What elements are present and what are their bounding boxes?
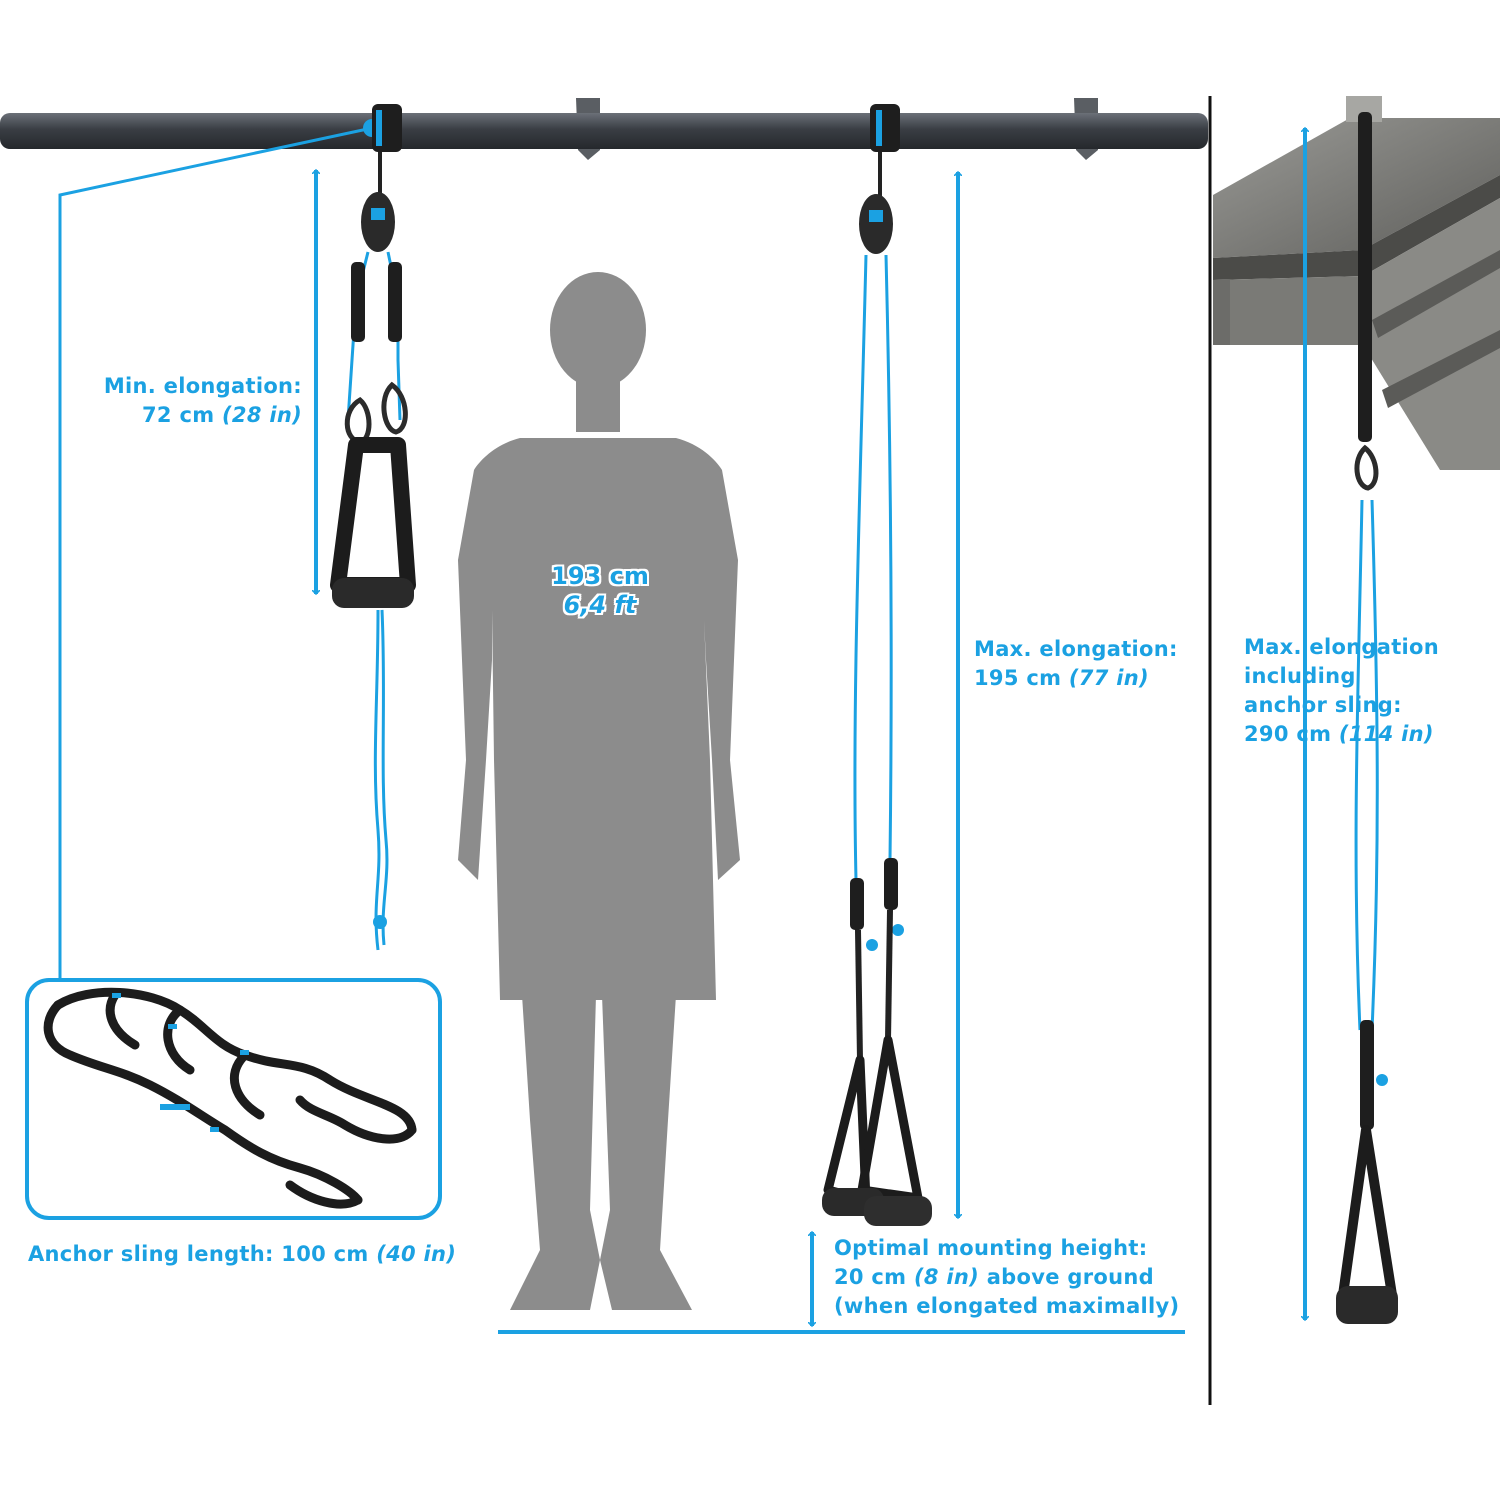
min-elongation-value-alt: (28 in): [222, 403, 302, 427]
max-elongation-anchor-value-alt: (114 in): [1338, 722, 1434, 746]
anchor-sling-length-label: Anchor sling length: 100 cm (40 in): [28, 1240, 456, 1269]
anchor-sling-icon: [43, 987, 417, 1209]
max-elongation-value: 195 cm: [974, 666, 1062, 690]
mounting-height-value-line: 20 cm (8 in) above ground: [834, 1263, 1179, 1292]
mounting-height-title: Optimal mounting height:: [834, 1236, 1148, 1260]
max-elongation-value-alt: (77 in): [1068, 666, 1149, 690]
anchor-leader: [58, 119, 381, 980]
mounting-height-note: (when elongated maximally): [834, 1294, 1180, 1318]
person-silhouette-icon: [458, 272, 740, 1310]
min-elongation-label: Min. elongation: 72 cm (28 in): [60, 372, 302, 430]
pulley-icon: [859, 194, 893, 254]
anchor-sling-length-text: Anchor sling length: 100 cm: [28, 1242, 369, 1266]
handle-icon: [330, 437, 416, 608]
person-height-label: 193 cm 6,4 ft: [520, 562, 680, 620]
anchor-sling-length-alt: (40 in): [376, 1242, 457, 1266]
max-elongation-anchor-title-1: Max. elongation: [1244, 635, 1440, 659]
max-elongation-anchor-label: Max. elongation including anchor sling: …: [1244, 633, 1439, 749]
mounting-height-label: Optimal mounting height: 20 cm (8 in) ab…: [834, 1234, 1179, 1321]
mounting-height-value-alt: (8 in): [914, 1265, 980, 1289]
min-elongation-value: 72 cm: [142, 403, 215, 427]
person-height-imperial: 6,4 ft: [563, 591, 637, 619]
handle-icon: [1336, 1125, 1398, 1324]
wooden-platform: [1213, 96, 1500, 470]
max-elongation-anchor-value-line: 290 cm (114 in): [1244, 720, 1439, 749]
pulley-icon: [361, 192, 395, 252]
max-elongation-label: Max. elongation: 195 cm (77 in): [974, 635, 1178, 693]
carabiner-icon: [344, 381, 408, 445]
max-elongation-anchor-value: 290 cm: [1244, 722, 1332, 746]
mounting-height-value: 20 cm: [834, 1265, 907, 1289]
max-elongation-anchor-title-2: including: [1244, 664, 1356, 688]
handle-icon: [823, 1035, 923, 1205]
trainer-with-anchor: [1336, 112, 1398, 1324]
min-elongation-value-line: 72 cm (28 in): [60, 401, 302, 430]
max-elongation-anchor-title-3: anchor sling:: [1244, 693, 1402, 717]
person-height-metric: 193 cm: [551, 562, 649, 590]
anchor-sling-inset: [25, 978, 442, 1220]
trainer-max-elongation: [822, 104, 932, 1226]
max-elongation-value-line: 195 cm (77 in): [974, 664, 1178, 693]
max-elongation-title: Max. elongation:: [974, 637, 1178, 661]
min-elongation-title: Min. elongation:: [103, 374, 302, 398]
pullup-bar: [0, 98, 1208, 160]
carabiner-icon: [1354, 444, 1379, 491]
sling-markings: [112, 993, 249, 1132]
trainer-min-elongation: [330, 104, 416, 951]
mounting-height-rest: above ground: [986, 1265, 1154, 1289]
